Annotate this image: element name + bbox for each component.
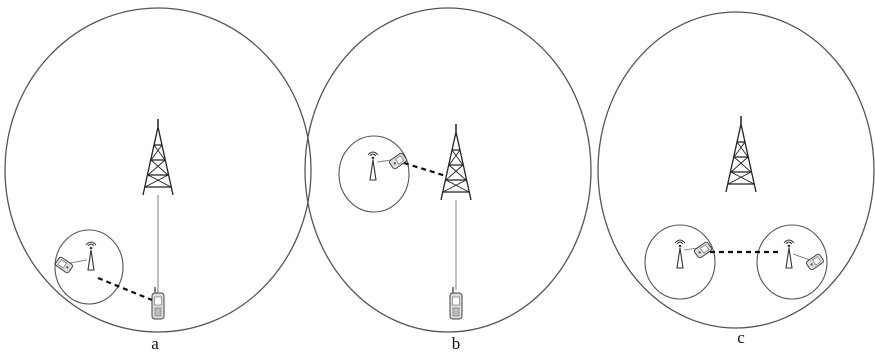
mobile-phone-icon [450,287,462,319]
mobile-phone-icon [55,256,74,273]
d2d-link [404,163,446,176]
local-link [793,254,810,260]
relay-antenna-icon [86,242,96,270]
panel-label: b [452,334,461,353]
relay-antenna-icon [368,152,378,180]
mobile-phone-icon [694,241,713,258]
panel-label: a [151,334,159,353]
local-link [70,260,87,263]
base-station-tower-icon [441,124,471,200]
relay-antenna-icon [675,240,685,268]
macro-cell-boundary [598,12,874,328]
base-station-tower-icon [143,119,173,195]
d2d-link [98,278,152,300]
base-station-tower-icon [726,116,756,192]
panel-a: a [5,8,311,353]
panel-c: c [598,12,874,347]
panel-label: c [737,328,745,347]
mobile-phone-icon [806,253,825,270]
panel-b: b [305,8,591,353]
relay-antenna-icon [784,240,794,268]
